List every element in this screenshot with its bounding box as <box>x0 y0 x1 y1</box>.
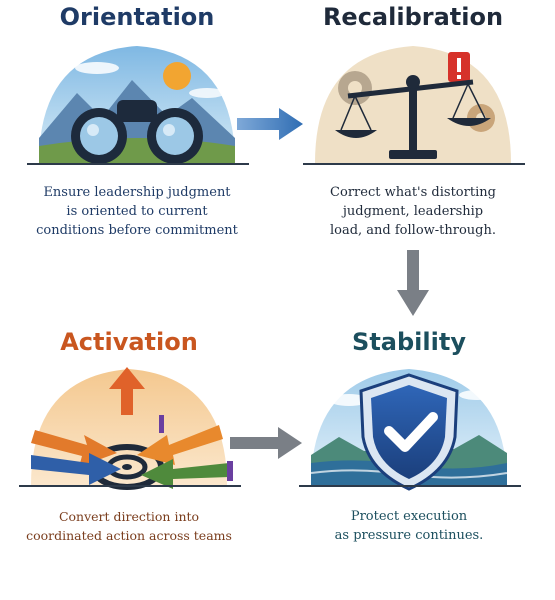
binoculars-icon <box>27 46 249 165</box>
description-line: Protect execution <box>350 509 468 524</box>
description-line: Ensure leadership judgment <box>43 185 231 200</box>
description-line: load, and follow-through. <box>329 223 497 238</box>
description-line: Convert direction into <box>58 509 200 524</box>
stage-stability: Stability Protect execution as pressure … <box>289 325 529 585</box>
description-line: is oriented to current <box>66 204 208 219</box>
arrow-right-icon <box>230 427 302 459</box>
description-line: coordinated action across teams <box>26 528 232 543</box>
description-line: Correct what's distorting <box>330 185 496 200</box>
stage-description: Ensure leadership judgment is oriented t… <box>17 183 257 240</box>
stage-description: Protect execution as pressure continues. <box>289 507 529 545</box>
converging-arrows-icon <box>19 367 241 490</box>
balance-scale-icon <box>303 46 525 165</box>
stage-title: Activation <box>60 328 198 356</box>
arrow-down-icon <box>397 250 429 316</box>
stage-recalibration: Recalibration Correct what's distorting … <box>293 0 533 260</box>
description-line: conditions before commitment <box>36 223 238 238</box>
shield-check-icon <box>299 369 521 491</box>
description-line: judgment, leadership <box>342 204 484 219</box>
stage-title: Stability <box>352 328 466 356</box>
stage-title: Recalibration <box>322 3 504 31</box>
stage-description: Correct what's distorting judgment, lead… <box>293 183 533 240</box>
arrow-right-icon <box>237 108 303 140</box>
stage-activation: Activation Convert direction into coordi… <box>9 325 249 585</box>
description-line: as pressure continues. <box>334 528 484 543</box>
stage-orientation: Orientation Ensure leadership judgment i… <box>17 0 257 260</box>
stage-title: Orientation <box>59 3 215 31</box>
stage-description: Convert direction into coordinated actio… <box>9 507 249 545</box>
